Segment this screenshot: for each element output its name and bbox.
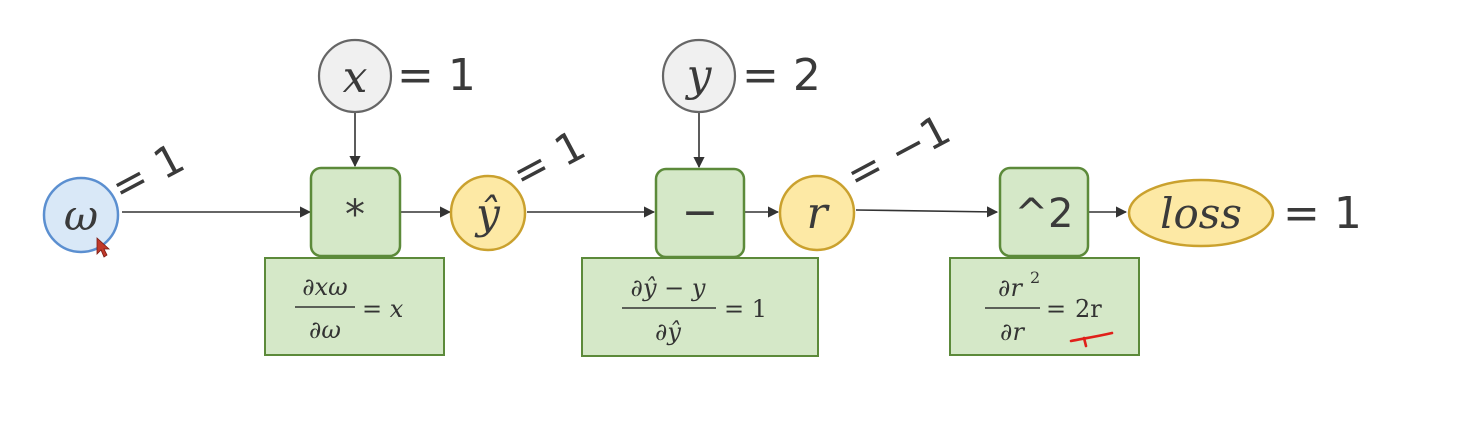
node-r: r xyxy=(778,174,856,252)
derivative-subtract-denominator: ∂ŷ xyxy=(655,318,681,346)
edge-value-r: = −1 xyxy=(838,105,959,200)
derivative-box-multiply: ∂xω ∂ω = x xyxy=(264,257,445,356)
node-loss-label: loss xyxy=(1160,189,1242,238)
derivative-square-equals: = xyxy=(1046,295,1066,323)
node-x-label: x xyxy=(343,52,368,103)
derivative-square-rhs: 2r xyxy=(1075,295,1102,323)
red-underline-annotation xyxy=(1069,331,1114,343)
node-x: x xyxy=(317,38,393,114)
node-y-label: y xyxy=(685,50,713,101)
op-square-label: ^2 xyxy=(1015,191,1074,237)
derivative-square-numerator-exponent: 2 xyxy=(1030,268,1040,287)
edge-value-yhat: = 1 xyxy=(504,120,593,199)
op-subtract-label: − xyxy=(682,187,719,238)
mouse-cursor-icon xyxy=(96,237,111,258)
node-loss-value: = 1 xyxy=(1283,188,1362,239)
derivative-square-denominator: ∂r xyxy=(1000,318,1025,346)
op-subtract: − xyxy=(654,167,746,259)
op-multiply-label: * xyxy=(345,192,365,238)
edge-r-to-sq xyxy=(855,206,999,218)
node-y-value: = 2 xyxy=(742,50,821,101)
node-yhat: ŷ xyxy=(449,174,527,252)
derivative-multiply-denominator: ∂ω xyxy=(309,316,341,344)
derivative-box-square: ∂r 2 ∂r = 2r xyxy=(949,257,1140,356)
derivative-square-numerator: ∂r xyxy=(998,274,1023,302)
node-r-label: r xyxy=(806,188,830,239)
derivative-box-subtract: ∂ŷ − y ∂ŷ = 1 xyxy=(581,257,819,357)
op-multiply: * xyxy=(309,166,402,258)
node-yhat-label: ŷ xyxy=(474,189,501,238)
node-y: y xyxy=(661,38,737,114)
node-x-value: = 1 xyxy=(397,50,476,101)
node-omega: ω xyxy=(42,176,120,254)
derivative-multiply-numerator: ∂xω xyxy=(302,273,348,301)
node-loss: loss xyxy=(1127,178,1275,248)
node-omega-label: ω xyxy=(64,191,98,240)
op-square: ^2 xyxy=(998,166,1090,258)
red-tick-annotation xyxy=(1082,336,1088,348)
derivative-multiply-rhs: = x xyxy=(362,295,404,323)
derivative-subtract-numerator: ∂ŷ − y xyxy=(631,274,706,302)
derivative-subtract-rhs: = 1 xyxy=(724,295,767,323)
